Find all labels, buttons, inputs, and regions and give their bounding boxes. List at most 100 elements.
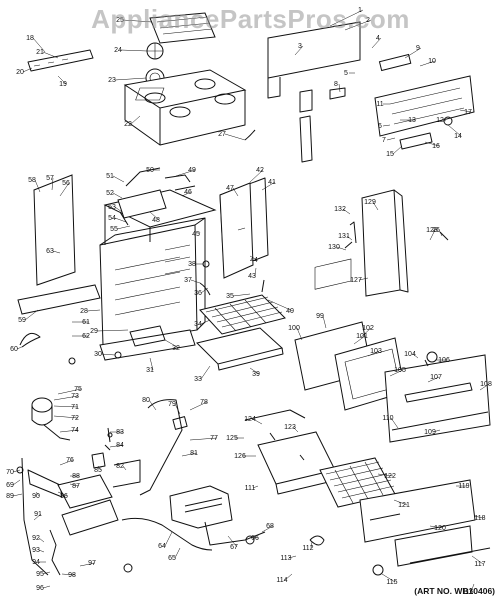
leader-line [16, 345, 25, 350]
oven-bottom [99, 329, 196, 361]
part-number-label: 90 [32, 493, 40, 500]
leader-line [473, 515, 484, 519]
leader-line [42, 571, 51, 575]
leader-line [149, 357, 154, 371]
leader-line [198, 231, 201, 235]
part-number-label: 56 [62, 180, 70, 187]
leader-line [69, 483, 80, 487]
leader-line [114, 217, 127, 223]
part-number-label: 11 [376, 101, 383, 108]
leader-line [393, 499, 408, 506]
leader-line [200, 287, 209, 294]
leader-line [96, 329, 129, 332]
part-number-label: 71 [71, 404, 79, 411]
art-number: (ART NO. WB10406) [414, 586, 495, 596]
leader-line [254, 267, 257, 277]
leader-line [79, 562, 96, 567]
manifold-rail [27, 49, 94, 72]
part-number-label: 44 [250, 257, 258, 264]
leader-line [371, 37, 382, 49]
leader-line [34, 179, 41, 193]
part-number-label: 128 [426, 227, 438, 234]
leader-line [459, 109, 472, 113]
part-number-label: 46 [184, 189, 192, 196]
leader-line [175, 169, 196, 177]
part-number-label: 1 [358, 7, 362, 14]
part-number-label: 101 [356, 333, 368, 340]
leader-line [381, 573, 396, 583]
part-number-label: 15 [386, 151, 394, 158]
leader-line [109, 444, 124, 448]
leader-line [232, 293, 251, 297]
part-number-label: 31 [146, 367, 154, 374]
part-number-label: 99 [316, 313, 324, 320]
part-number-label: 54 [108, 215, 116, 222]
regulator [31, 397, 53, 413]
leader-line [53, 405, 79, 408]
leader-line [112, 175, 125, 183]
leader-line [59, 182, 70, 197]
part-number-label: 52 [106, 190, 114, 197]
leader-line [261, 525, 274, 533]
part-number-label: 80 [142, 397, 150, 404]
part-number-label: 34 [194, 321, 202, 328]
leader-line [336, 246, 347, 251]
control-panel [374, 75, 475, 137]
leader-line [471, 555, 484, 565]
leader-line [346, 235, 353, 241]
part-number-label: 3 [298, 43, 302, 50]
leader-line [12, 479, 21, 486]
leader-line [149, 211, 160, 221]
part-number-label: 91 [34, 511, 42, 518]
leader-line [100, 353, 116, 356]
leader-line [252, 485, 259, 489]
leader-line [86, 309, 101, 312]
leader-line [432, 429, 441, 433]
leader-line [386, 137, 396, 141]
part-number-label: 23 [108, 77, 116, 84]
oven-rack [199, 294, 286, 335]
part-number-label: 25 [116, 17, 124, 24]
leader-line [116, 225, 131, 230]
part-number-label: 9 [416, 45, 420, 52]
leader-line [296, 327, 303, 341]
leader-line [224, 133, 246, 141]
part-number-label: 92 [32, 535, 40, 542]
part-number-label: 127 [350, 277, 362, 284]
leader-line [164, 531, 173, 547]
part-number-label: 69 [6, 482, 14, 489]
part-number-label: 122 [384, 473, 396, 480]
leader-line [249, 169, 264, 183]
burner-tube [57, 474, 113, 509]
part-number-label: 120 [434, 525, 446, 532]
part-number-label: 124 [244, 416, 256, 423]
bottom-drawer-base [17, 284, 101, 315]
leader-line [267, 299, 294, 312]
part-number-label: 94 [32, 559, 40, 566]
part-number-label: 59 [18, 317, 26, 324]
part-number-label: 57 [46, 175, 54, 182]
part-number-label: 30 [94, 351, 102, 358]
part-number-label: 82 [116, 463, 124, 470]
part-number-label: 88 [72, 473, 80, 480]
leader-line [390, 417, 399, 429]
leader-line [59, 429, 79, 433]
part-number-label: 95 [36, 571, 44, 578]
part-number-label: 110 [382, 415, 393, 422]
leader-line [261, 181, 276, 191]
leader-line [367, 350, 380, 357]
part-number-label: 19 [59, 81, 67, 88]
part-number-label: 72 [71, 415, 79, 422]
part-number-label: 87 [72, 483, 80, 490]
leader-line [292, 426, 299, 433]
part-number-label: 98 [68, 572, 76, 579]
part-number-label: 125 [226, 435, 238, 442]
leader-line [310, 541, 313, 549]
part-number-label: 17 [464, 109, 472, 116]
part-number-label: 41 [268, 179, 276, 186]
leader-line [42, 585, 51, 589]
gas-valve-group [16, 397, 266, 576]
leader-line [42, 51, 59, 59]
part-number-label: 86 [60, 493, 68, 500]
part-number-label: 39 [252, 371, 260, 378]
